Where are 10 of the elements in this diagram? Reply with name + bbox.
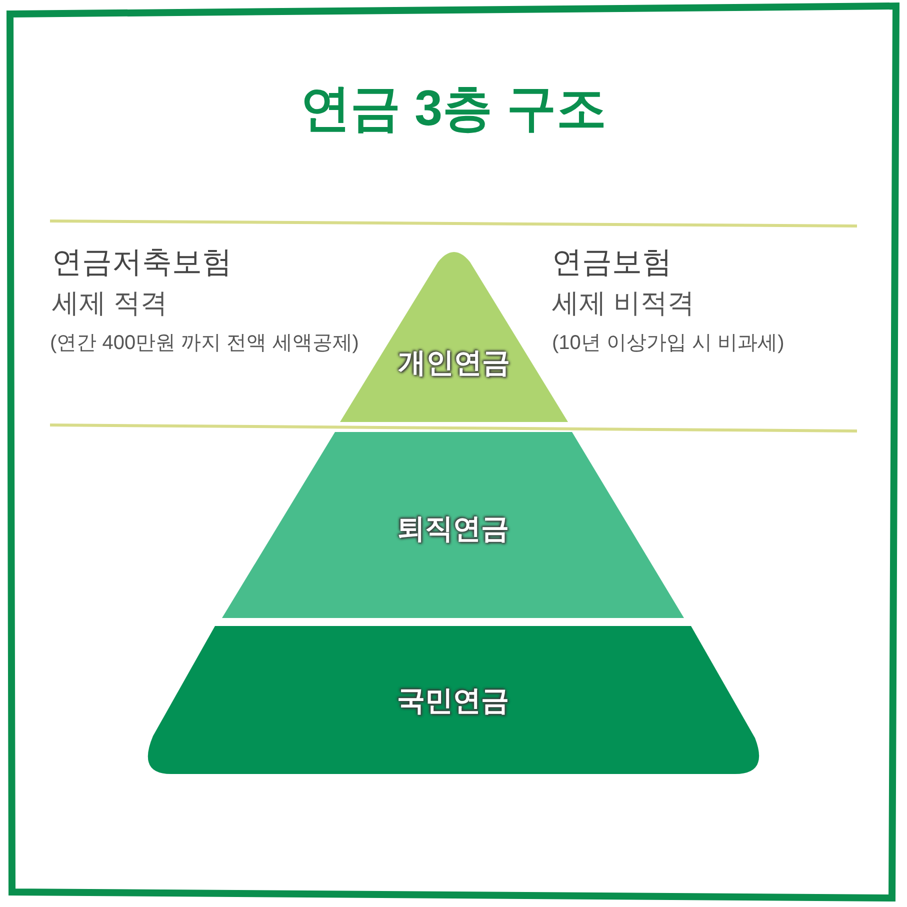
title: 연금 3층 구조 [300,79,606,138]
product-name: 연금보험 [552,245,672,281]
tax-status: 세제 비적격 [552,287,695,320]
tier-label: 개인연금 [398,346,510,380]
note: (10년 이상가입 시 비과세) [552,331,784,356]
tier-label: 퇴직연금 [397,512,509,546]
tier-label: 국민연금 [397,684,509,718]
tax-status: 세제 적격 [52,287,168,320]
product-name: 연금저축보험 [52,245,232,281]
note: (연간 400만원 까지 전액 세액공제) [50,331,359,356]
